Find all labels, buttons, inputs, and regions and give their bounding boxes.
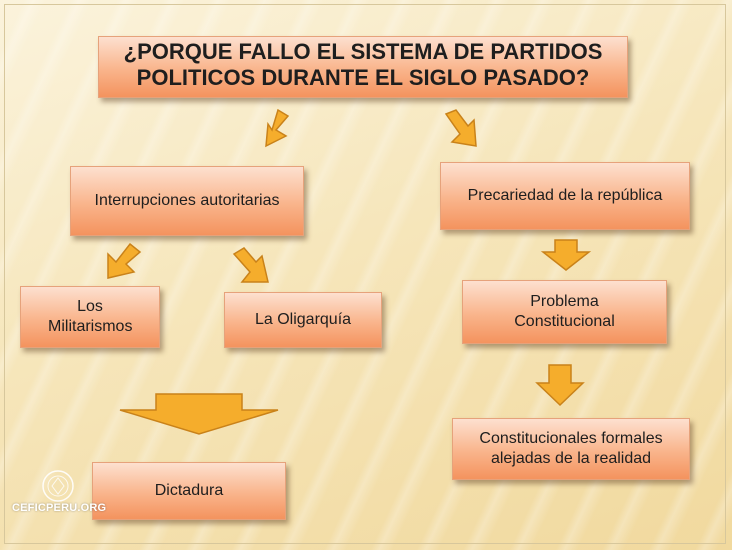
slide-frame [4,4,726,544]
arrow-title-to-precariedad [444,109,477,147]
node-militarismos-label: Los Militarismos [48,298,133,335]
title-text: ¿PORQUE FALLO EL SISTEMA DE PARTIDOS POL… [123,39,603,90]
arrow-interrupciones-to-oligarquia [232,247,269,283]
watermark-seal-icon [42,470,74,502]
arrow-problema-to-constitucionales [535,364,585,407]
node-precariedad-label: Precariedad de la república [467,187,663,204]
node-constitucionales-formales: Constitucionales formales alejadas de la… [452,418,690,480]
node-los-militarismos: Los Militarismos [20,286,160,348]
diagram-title: ¿PORQUE FALLO EL SISTEMA DE PARTIDOS POL… [98,36,628,98]
node-problema-constitucional: Problema Constitucional [462,280,667,344]
arrow-interrupciones-to-militarismos [107,242,142,279]
arrow-precariedad-to-problema [540,239,592,271]
node-oligarquia-label: La Oligarquía [254,311,352,328]
watermark-text: CEFICPERU.ORG [12,502,107,514]
node-constitucionales-label: Constitucionales formales alejadas de la… [479,430,663,467]
node-la-oligarquia: La Oligarquía [224,292,382,348]
arrow-to-dictadura [119,393,279,435]
node-dictadura-label: Dictadura [154,482,224,499]
arrow-title-to-interrupciones [265,108,290,148]
node-interrupciones-label: Interrupciones autoritarias [94,192,280,209]
node-precariedad-republica: Precariedad de la república [440,162,690,230]
node-interrupciones-autoritarias: Interrupciones autoritarias [70,166,304,236]
node-dictadura: Dictadura [92,462,286,520]
node-problema-label: Problema Constitucional [514,293,615,330]
